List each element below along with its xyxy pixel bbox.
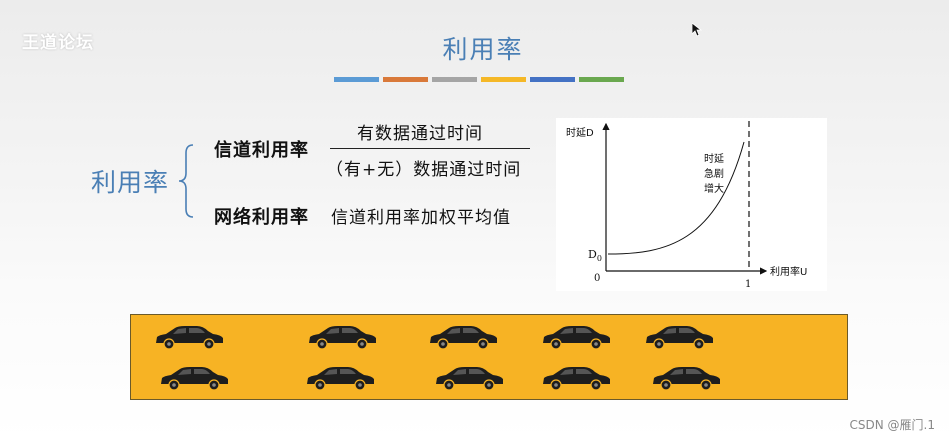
brace-icon xyxy=(178,144,194,218)
network-utilization-label: 网络利用率 xyxy=(214,207,309,228)
watermark-brand: 王道论坛 xyxy=(22,33,94,53)
car-icon xyxy=(306,324,378,354)
forum-watermark: 王道论坛 xyxy=(22,28,100,53)
traffic-road-illustration xyxy=(130,314,848,400)
car-icon xyxy=(433,365,505,395)
fraction-denominator: （有+无）数据通过时间 xyxy=(326,160,522,180)
title-color-bar xyxy=(481,77,526,82)
title-color-bar xyxy=(579,77,624,82)
y-axis-label: 时延D xyxy=(566,127,594,139)
car-icon xyxy=(540,365,612,395)
x-axis-label: 利用率U xyxy=(770,265,807,278)
car-icon xyxy=(304,365,376,395)
delay-utilization-graph: 时延D 利用率U 0 1 D0 时延 急剧 增大 xyxy=(556,118,827,291)
d0-subscript: 0 xyxy=(597,254,602,263)
graph-canvas: 时延D 利用率U 0 1 D0 时延 急剧 增大 xyxy=(566,121,807,290)
title-color-bar xyxy=(334,77,379,82)
car-icon xyxy=(540,324,612,354)
x-tick-label: 1 xyxy=(745,279,751,290)
title-color-bar xyxy=(530,77,575,82)
d0-main: D xyxy=(588,248,597,261)
channel-utilization-label: 信道利用率 xyxy=(214,140,309,161)
origin-label: 0 xyxy=(594,273,600,284)
title-color-bar xyxy=(383,77,428,82)
car-icon xyxy=(650,365,722,395)
car-icon xyxy=(643,324,715,354)
fraction-line xyxy=(330,148,530,149)
slide-title: 利用率 xyxy=(442,35,524,64)
fraction-numerator: 有数据通过时间 xyxy=(357,124,483,144)
mouse-cursor-icon xyxy=(692,23,702,37)
annotation-line-3: 增大 xyxy=(704,182,724,195)
utilization-term: 利用率 xyxy=(91,168,170,197)
title-color-bar xyxy=(432,77,477,82)
car-icon xyxy=(158,365,230,395)
d0-label: D0 xyxy=(588,248,602,263)
car-icon xyxy=(153,324,225,354)
footer-credit: CSDN @雁门.1 xyxy=(849,418,935,432)
annotation-line-1: 时延 xyxy=(704,153,724,165)
delay-curve xyxy=(607,141,745,255)
network-utilization-definition: 信道利用率加权平均值 xyxy=(331,208,511,228)
car-icon xyxy=(427,324,499,354)
annotation-line-2: 急剧 xyxy=(704,167,724,180)
